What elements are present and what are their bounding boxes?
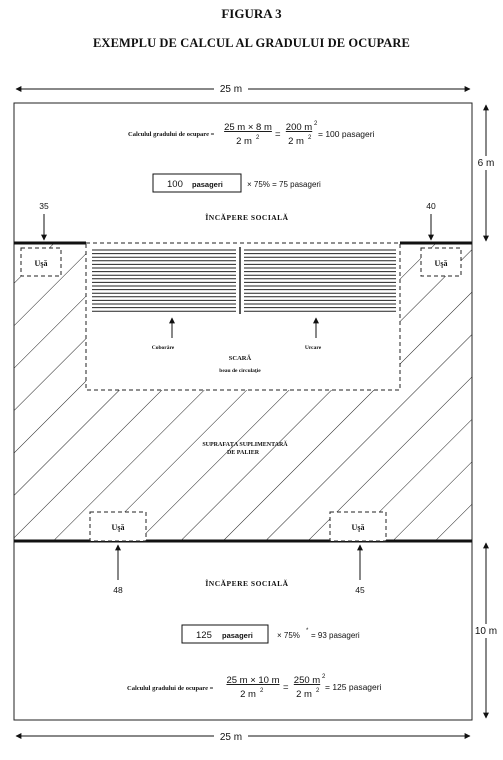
bottom-calc-label: Calculul gradului de ocupare = bbox=[127, 685, 214, 692]
bottom-result: = 125 pasageri bbox=[325, 682, 382, 692]
top-passenger-box bbox=[152, 173, 242, 193]
bottom-left-count: 48 bbox=[113, 585, 123, 595]
bottom-right-door-label: Uşă bbox=[352, 523, 365, 532]
landing-line2: DE PALIER bbox=[227, 450, 260, 456]
stair-name: SCARĂ bbox=[229, 354, 252, 362]
stair-down-label: Coborâre bbox=[152, 345, 175, 351]
top-right-count: 40 bbox=[426, 201, 436, 211]
top-box-unit: pasageri bbox=[192, 180, 223, 189]
bottom-numerator1: 25 m × 10 m bbox=[226, 675, 279, 686]
top-left-door bbox=[20, 247, 62, 277]
bottom-passenger-box bbox=[181, 624, 269, 644]
bottom-denominator1: 2 m bbox=[240, 689, 256, 700]
building-outline bbox=[13, 102, 473, 721]
top-numerator1: 25 m × 8 m bbox=[224, 122, 272, 133]
top-equals1: = bbox=[275, 129, 281, 140]
top-right-door bbox=[420, 247, 462, 277]
stair-up-label: Urcare bbox=[305, 345, 322, 351]
bottom-left-door bbox=[89, 511, 147, 542]
dim-top-height-label: 6 m bbox=[478, 158, 495, 169]
top-sup1: 2 bbox=[256, 135, 260, 141]
landing-hatch bbox=[14, 243, 472, 541]
bottom-sup2: 2 bbox=[322, 674, 326, 680]
top-sup3: 2 bbox=[308, 135, 312, 141]
top-numerator2: 200 m bbox=[286, 122, 312, 133]
top-left-door-label: Uşă bbox=[35, 259, 48, 268]
bottom-box-number: 125 bbox=[196, 630, 212, 641]
top-denominator2: 2 m bbox=[288, 136, 304, 147]
figure-subtitle: EXEMPLU DE CALCUL AL GRADULUI DE OCUPARE bbox=[93, 36, 410, 50]
bottom-percent-mark: * bbox=[306, 628, 309, 634]
bottom-right-door bbox=[329, 511, 387, 542]
stair-left-flight bbox=[92, 249, 236, 312]
top-box-number: 100 bbox=[167, 179, 183, 190]
bottom-right-count: 45 bbox=[355, 585, 365, 595]
bottom-left-door-label: Uşă bbox=[112, 523, 125, 532]
dim-top-width-label: 25 m bbox=[220, 84, 242, 95]
bottom-sup3: 2 bbox=[316, 688, 320, 694]
bottom-numerator2: 250 m bbox=[294, 675, 320, 686]
top-calc-label: Calculul gradului de ocupare = bbox=[128, 131, 215, 138]
top-result: = 100 pasageri bbox=[318, 129, 375, 139]
top-sup2: 2 bbox=[314, 121, 318, 127]
dim-bottom-height-label: 10 m bbox=[475, 626, 497, 637]
bottom-room-name: ÎNCĂPERE SOCIALĂ bbox=[205, 578, 288, 588]
top-room-name: ÎNCĂPERE SOCIALĂ bbox=[205, 212, 288, 222]
bottom-percent-text: × 75% bbox=[277, 631, 300, 640]
stair-subname: beau de circulaţie bbox=[219, 368, 261, 374]
bottom-box-unit: pasageri bbox=[222, 631, 253, 640]
stair-right-flight bbox=[244, 249, 396, 312]
top-denominator1: 2 m bbox=[236, 136, 252, 147]
top-percent-text: × 75% = 75 pasageri bbox=[247, 180, 321, 189]
bottom-equals1: = bbox=[283, 682, 289, 693]
bottom-sup1: 2 bbox=[260, 688, 264, 694]
bottom-percent-result: = 93 pasageri bbox=[311, 631, 360, 640]
bottom-denominator2: 2 m bbox=[296, 689, 312, 700]
top-right-door-label: Uşă bbox=[435, 259, 448, 268]
landing-line1: SUPRAFAŢA SUPLIMENTARĂ bbox=[202, 440, 288, 448]
dim-bottom-width-label: 25 m bbox=[220, 732, 242, 743]
top-left-count: 35 bbox=[39, 201, 49, 211]
figure-title: FIGURA 3 bbox=[221, 6, 282, 21]
